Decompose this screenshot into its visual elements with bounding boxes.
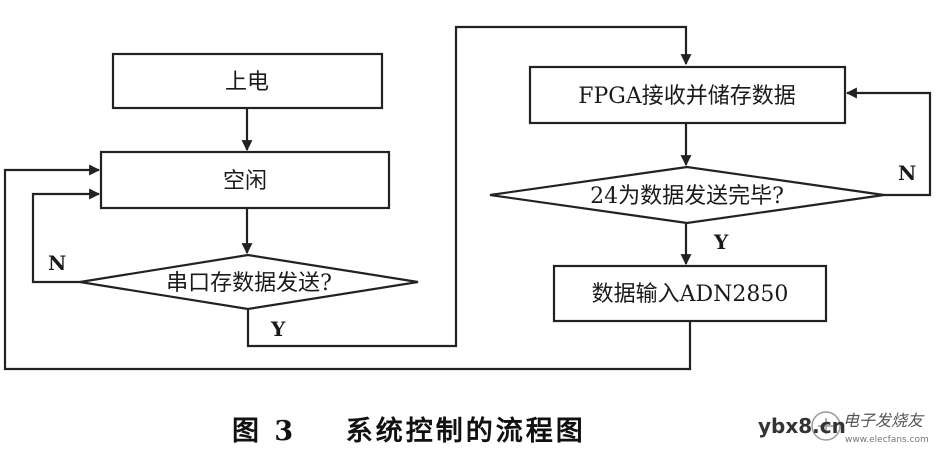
watermark-brand: 电子发烧友 <box>843 411 925 430</box>
output-label: 数据输入ADN2850 <box>592 282 789 307</box>
output-box <box>552 264 828 323</box>
watermark-logo-icon <box>811 411 841 441</box>
serial-decision-diamond <box>79 253 419 311</box>
done-yes-label: Y <box>713 230 729 254</box>
serial-yes-label: Y <box>270 317 286 341</box>
figure-caption: 图 3 系统控制的流程图 <box>232 415 586 447</box>
power-on-label: 上电 <box>225 70 269 95</box>
idle-box <box>99 150 391 210</box>
done-no-label: N <box>898 161 916 185</box>
arrow-output-to-idle <box>3 164 692 371</box>
arrow-done-no-loop <box>845 87 932 197</box>
arrow-serial-no-loop <box>31 188 101 284</box>
serial-no-label: N <box>48 251 66 275</box>
watermark-url: www.elecfans.com <box>845 435 929 445</box>
arrow-serial-yes <box>246 25 692 348</box>
power-on-box <box>111 52 384 110</box>
watermark-site: ybx8.cn <box>758 414 846 438</box>
fpga-receive-label: FPGA接收并储存数据 <box>578 84 796 109</box>
watermark: ybx8.cn 电子发烧友 www.elecfans.com <box>758 411 929 445</box>
watermark-logo-mark <box>818 418 834 434</box>
idle-label: 空闲 <box>223 169 267 194</box>
serial-decision-label: 串口存数据发送? <box>166 271 332 296</box>
done-decision-label: 24为数据发送完毕? <box>590 184 784 209</box>
fpga-receive-box <box>528 65 847 125</box>
